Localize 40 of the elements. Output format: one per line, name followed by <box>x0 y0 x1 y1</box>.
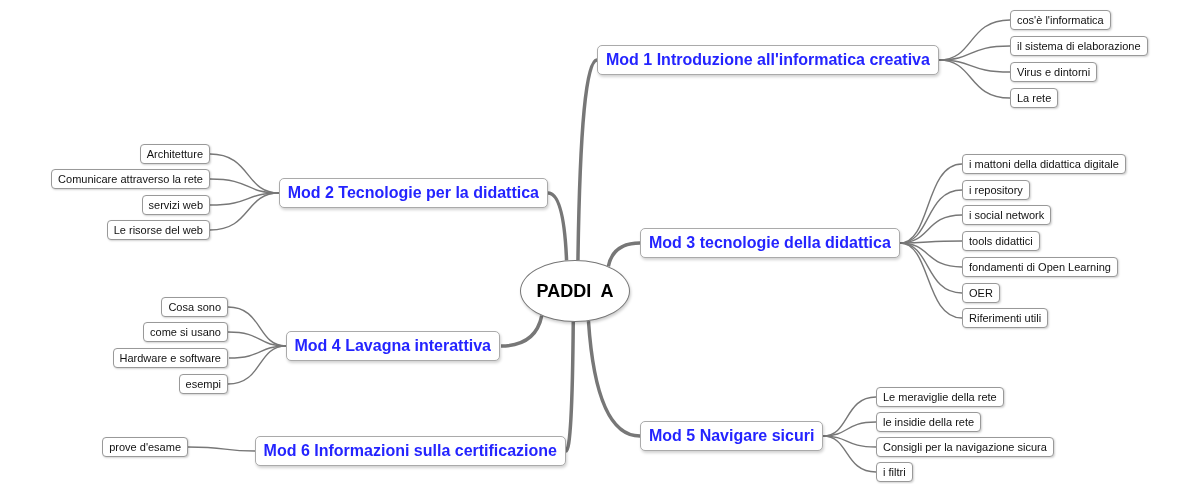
module-topic: Mod 4 Lavagna interattiva <box>285 331 500 361</box>
subtopic: Cosa sono <box>161 297 228 317</box>
subtopic: Comunicare attraverso la rete <box>51 169 210 189</box>
subtopic: i filtri <box>876 462 913 482</box>
subtopic: le insidie della rete <box>876 412 982 432</box>
subtopic: Le risorse del web <box>106 220 210 240</box>
branch-connector <box>564 321 575 452</box>
module-topic: Mod 3 tecnologie della didattica <box>640 228 900 258</box>
subtopic: Le meraviglie della rete <box>876 387 1004 407</box>
module-topic: Mod 6 Informazioni sulla certificazione <box>254 436 566 466</box>
subtopic: il sistema di elaborazione <box>1010 36 1148 56</box>
subtopic: La rete <box>1010 88 1059 108</box>
subtopic: Hardware e software <box>112 348 228 368</box>
connector-line <box>187 446 256 452</box>
branch-connector <box>606 241 641 267</box>
connector-line <box>899 242 963 319</box>
subtopic: prove d'esame <box>102 437 188 457</box>
subtopic: come si usano <box>143 322 228 342</box>
subtopic: OER <box>962 283 1000 303</box>
subtopic: i social network <box>962 205 1052 225</box>
subtopic: Virus e dintorni <box>1010 62 1098 82</box>
subtopic: servizi web <box>141 195 210 215</box>
module-topic: Mod 5 Navigare sicuri <box>640 421 824 451</box>
branch-connector <box>500 315 544 348</box>
connector-line <box>938 59 1011 99</box>
subtopic: fondamenti di Open Learning <box>962 257 1118 277</box>
subtopic: i mattoni della didattica digitale <box>962 154 1126 174</box>
branch-connector <box>586 320 641 438</box>
branch-connector <box>576 58 598 261</box>
subtopic: Consigli per la navigazione sicura <box>876 437 1054 457</box>
module-topic: Mod 2 Tecnologie per la didattica <box>278 178 548 208</box>
subtopic: Riferimenti utili <box>962 308 1049 328</box>
module-topic: Mod 1 Introduzione all'informatica creativa <box>597 45 939 75</box>
central-topic-ellipse: PADDI A <box>520 260 630 322</box>
subtopic: esempi <box>178 374 228 394</box>
subtopic: cos'è l'informatica <box>1010 10 1111 30</box>
subtopic: Architetture <box>139 144 210 164</box>
subtopic: i repository <box>962 180 1030 200</box>
subtopic: tools didattici <box>962 231 1040 251</box>
branch-connector <box>547 191 569 261</box>
